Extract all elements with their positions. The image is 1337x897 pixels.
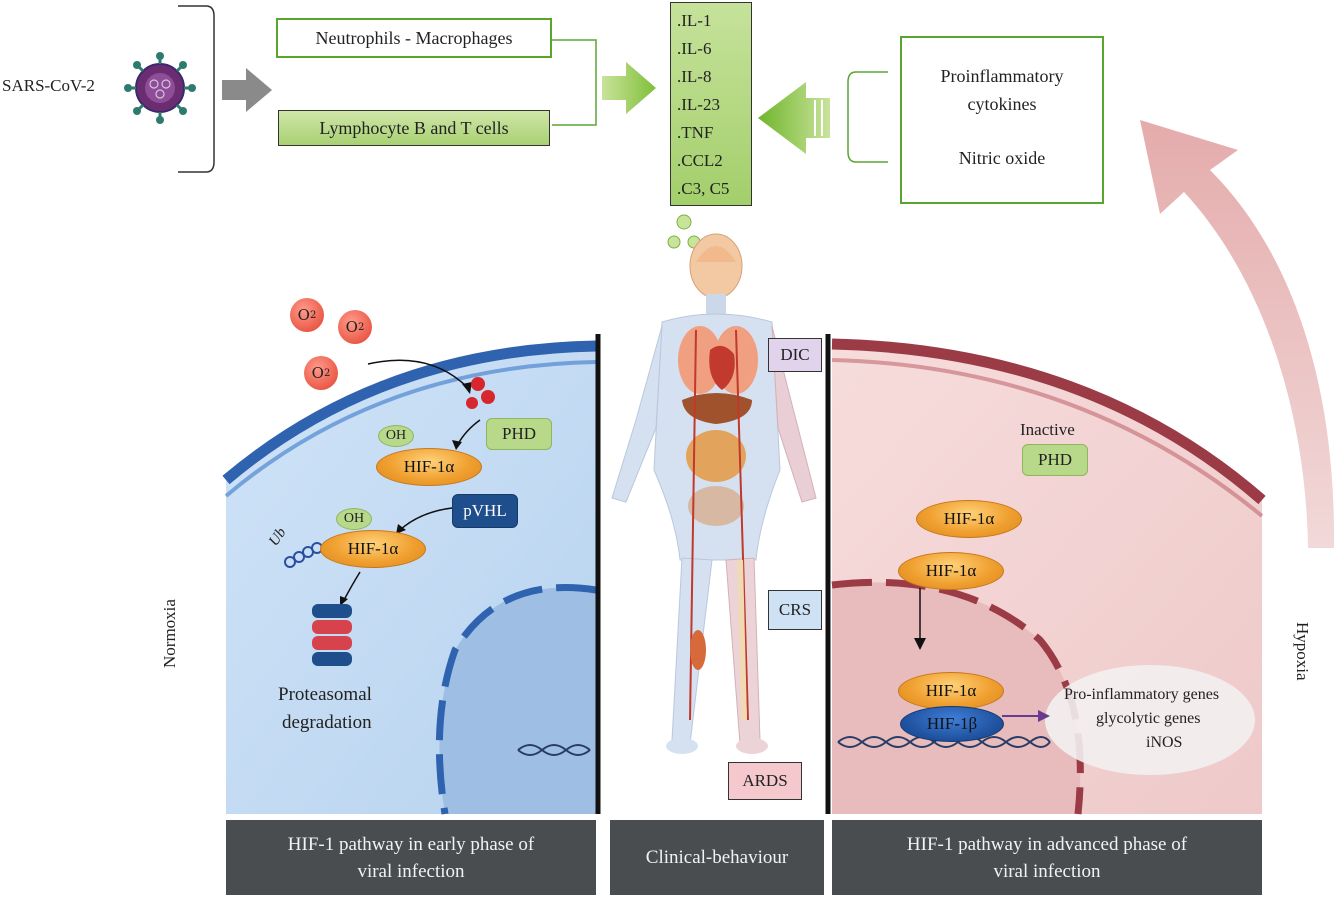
gray-arrow-icon: [222, 68, 272, 112]
footer-center: Clinical-behaviour: [610, 820, 824, 895]
o2-text: O: [297, 306, 310, 324]
phd-enzyme-label: PHD: [486, 418, 552, 450]
cytokine-item: .C3, C5: [677, 179, 730, 198]
hif1a-nuclear: HIF-1α: [898, 672, 1004, 710]
human-body-figure: [611, 233, 817, 754]
footer-right-line-1: HIF-1 pathway in advanced phase of: [906, 833, 1188, 855]
cytokine-item: .TNF: [677, 123, 714, 142]
proinflammatory-label-1: Proinflammatory: [940, 66, 1064, 86]
mediators-bracket: [847, 71, 888, 163]
proteasome-icon: [312, 604, 352, 666]
o2-arrow: [367, 359, 469, 389]
genes-label-3: iNOS: [1146, 734, 1183, 751]
cytokine-item: .IL-1: [677, 11, 712, 30]
ards-label: ARDS: [728, 762, 802, 800]
normoxia-label: Normoxia: [160, 599, 179, 668]
cytokine-item: .CCL2: [677, 151, 723, 170]
inactive-label: Inactive: [1020, 420, 1075, 439]
hif1b-subunit: HIF-1β: [900, 706, 1004, 742]
proteasomal-label-2: degradation: [282, 712, 372, 733]
hypoxia-label: Hypoxia: [1293, 622, 1312, 681]
inactive-phd-label: PHD: [1022, 444, 1088, 476]
crs-label: CRS: [768, 590, 822, 630]
cytokine-item: .IL-6: [677, 39, 712, 58]
dna-left: [517, 744, 591, 756]
o2-subscript: 2: [309, 309, 317, 321]
footer-right: HIF-1 pathway in advanced phase of viral…: [832, 820, 1262, 895]
mediators-box: Proinflammatory cytokines Nitric oxide: [900, 36, 1104, 204]
cytokine-list: .IL-1 .IL-6 .IL-8 .IL-23 .TNF .CCL2 .C3, C5: [677, 7, 751, 203]
neutrophils-box: Neutrophils - Macrophages: [276, 18, 552, 58]
cytokine-list-box: .IL-1 .IL-6 .IL-8 .IL-23 .TNF .CCL2 .C3, C5: [670, 2, 752, 206]
o2-subscript: 2: [357, 321, 365, 333]
hif1a-stable-2: HIF-1α: [898, 552, 1004, 590]
proinflammatory-label-2: cytokines: [967, 94, 1037, 114]
hydroxyl-group-1: OH: [378, 425, 414, 447]
o2-text: O: [345, 318, 358, 336]
virus-icon: [124, 52, 196, 124]
normoxia-nucleus: [439, 587, 596, 814]
footer-left-line-1: HIF-1 pathway in early phase of: [287, 833, 535, 855]
hif1a-ubiquitinated: HIF-1α: [320, 530, 426, 568]
genes-label-1: Pro-inflammatory genes: [1064, 686, 1220, 703]
green-arrow-left-icon: [758, 82, 830, 154]
genes-label-2: glycolytic genes: [1096, 710, 1201, 727]
hydroxyl-group-2: OH: [336, 508, 372, 530]
dic-label: DIC: [768, 338, 822, 372]
virus-bracket: [178, 5, 215, 173]
ubiquitin-chain: [284, 542, 323, 568]
proteasomal-label-1: Proteasomal: [278, 684, 372, 705]
footer-left: HIF-1 pathway in early phase of viral in…: [226, 820, 596, 895]
nitric-oxide-label: Nitric oxide: [958, 148, 1046, 168]
pvhl-label: pVHL: [452, 494, 518, 528]
green-arrow-right-icon: [602, 62, 656, 114]
pvhl-arrow: [399, 507, 453, 531]
lymphocytes-box: Lymphocyte B and T cells: [278, 110, 550, 146]
hif1a-hydroxylated: HIF-1α: [376, 448, 482, 486]
degradation-arrow: [343, 571, 361, 601]
cytokine-item: .IL-8: [677, 67, 712, 86]
o2-text: O: [311, 364, 324, 382]
hif1a-stable-1: HIF-1α: [916, 500, 1022, 538]
footer-right-line-2: viral infection: [993, 860, 1101, 882]
feedback-curve-arrow: [1140, 120, 1335, 548]
cytokine-item: .IL-23: [677, 95, 720, 114]
o2-subscript: 2: [323, 367, 331, 379]
gene-cloud: [1045, 665, 1255, 775]
footer-left-line-2: viral infection: [357, 860, 465, 882]
cells-connector: [552, 39, 597, 126]
virus-label: SARS-CoV-2: [2, 76, 95, 95]
